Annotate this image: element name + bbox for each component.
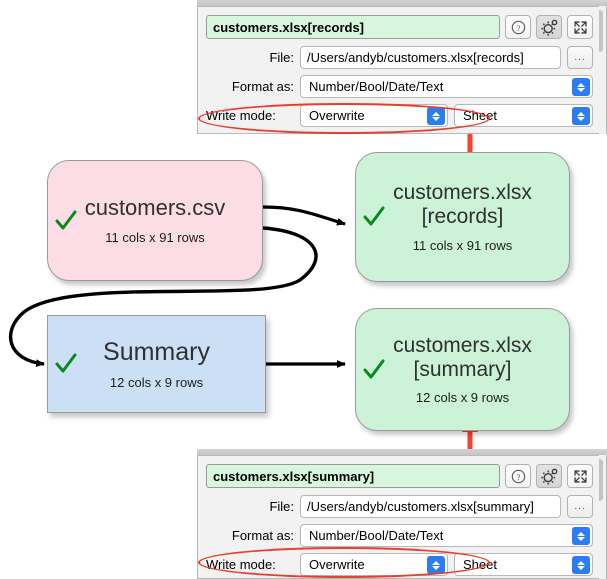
format-label: Format as: — [231, 528, 294, 543]
flow-node-subtitle: 12 cols x 9 rows — [109, 375, 204, 390]
sheet-value: Sheet — [463, 557, 497, 572]
stepper-icon[interactable] — [572, 556, 590, 574]
gear-icon — [540, 19, 557, 36]
file-row: File: /Users/andyb/customers.xlsx[summar… — [206, 495, 593, 518]
format-as-value: Number/Bool/Date/Text — [309, 528, 444, 543]
flow-node-title: customers.csv — [84, 195, 226, 221]
file-label: File: — [269, 499, 294, 514]
stepper-icon[interactable] — [572, 107, 590, 125]
flow-node-customers-xlsx-summary[interactable]: customers.xlsx [summary] 12 cols x 9 row… — [355, 308, 570, 431]
edge-csv-to-records — [262, 205, 346, 226]
flow-node-customers-csv[interactable]: customers.csv 11 cols x 91 rows — [47, 160, 263, 281]
stepper-icon[interactable] — [427, 556, 445, 574]
format-as-value: Number/Bool/Date/Text — [309, 79, 444, 94]
properties-panel-summary[interactable]: customers.xlsx[summary] ? — [197, 455, 599, 579]
write-mode-select[interactable]: Overwrite — [300, 553, 448, 576]
browse-button[interactable]: ... — [567, 495, 593, 518]
check-icon — [363, 206, 385, 226]
flow-node-subtitle: 11 cols x 91 rows — [105, 229, 205, 245]
panel-title-field[interactable]: customers.xlsx[summary] — [206, 464, 500, 488]
panel-header: customers.xlsx[summary] ? — [206, 464, 593, 488]
format-row: Format as: Number/Bool/Date/Text — [206, 75, 593, 98]
format-as-select[interactable]: Number/Bool/Date/Text — [300, 75, 593, 98]
sheet-select[interactable]: Sheet — [454, 104, 593, 127]
settings-button[interactable] — [536, 464, 562, 488]
svg-text:?: ? — [516, 22, 520, 32]
sheet-value: Sheet — [463, 108, 497, 123]
write-mode-select[interactable]: Overwrite — [300, 104, 448, 127]
write-mode-value: Overwrite — [309, 108, 365, 123]
flow-node-title: Summary — [103, 338, 210, 366]
format-row: Format as: Number/Bool/Date/Text — [206, 524, 593, 547]
flow-node-subtitle: 12 cols x 9 rows — [415, 390, 510, 406]
stepper-icon[interactable] — [572, 78, 590, 96]
format-label: Format as: — [231, 79, 294, 94]
write-mode-row: Write mode: Overwrite Sheet — [206, 553, 593, 576]
svg-text:?: ? — [516, 471, 520, 481]
help-button[interactable]: ? — [505, 15, 531, 39]
expand-button[interactable] — [567, 15, 593, 39]
question-circle-icon: ? — [511, 20, 525, 34]
file-path-input[interactable]: /Users/andyb/customers.xlsx[records] — [300, 46, 561, 69]
expand-arrows-icon — [573, 469, 587, 483]
properties-panel-records[interactable]: customers.xlsx[records] ? — [197, 6, 599, 134]
expand-arrows-icon — [573, 20, 587, 34]
help-button[interactable]: ? — [505, 464, 531, 488]
panel-title-field[interactable]: customers.xlsx[records] — [206, 15, 500, 39]
panel-header: customers.xlsx[records] ? — [206, 15, 593, 39]
gear-icon — [540, 468, 557, 485]
write-mode-value: Overwrite — [309, 557, 365, 572]
question-circle-icon: ? — [511, 469, 525, 483]
file-row: File: /Users/andyb/customers.xlsx[record… — [206, 46, 593, 69]
format-as-select[interactable]: Number/Bool/Date/Text — [300, 524, 593, 547]
check-icon — [363, 359, 385, 378]
flow-node-customers-xlsx-records[interactable]: customers.xlsx [records] 11 cols x 91 ro… — [355, 152, 570, 282]
write-mode-label: Write mode: — [206, 108, 276, 123]
stepper-icon[interactable] — [572, 527, 590, 545]
flow-node-title: customers.xlsx [records] — [393, 181, 532, 228]
flow-node-title: customers.xlsx [summary] — [393, 333, 532, 381]
check-icon — [55, 210, 77, 229]
flow-node-subtitle: 11 cols x 91 rows — [412, 237, 513, 253]
file-label: File: — [269, 50, 294, 65]
sheet-select[interactable]: Sheet — [454, 553, 593, 576]
browse-button[interactable]: ... — [567, 46, 593, 69]
file-path-input[interactable]: /Users/andyb/customers.xlsx[summary] — [300, 495, 561, 518]
settings-button[interactable] — [536, 15, 562, 39]
check-icon — [55, 353, 77, 373]
write-mode-row: Write mode: Overwrite Sheet — [206, 104, 593, 127]
stepper-icon[interactable] — [427, 107, 445, 125]
expand-button[interactable] — [567, 464, 593, 488]
write-mode-label: Write mode: — [206, 557, 276, 572]
flow-node-summary[interactable]: Summary 12 cols x 9 rows — [47, 315, 266, 413]
